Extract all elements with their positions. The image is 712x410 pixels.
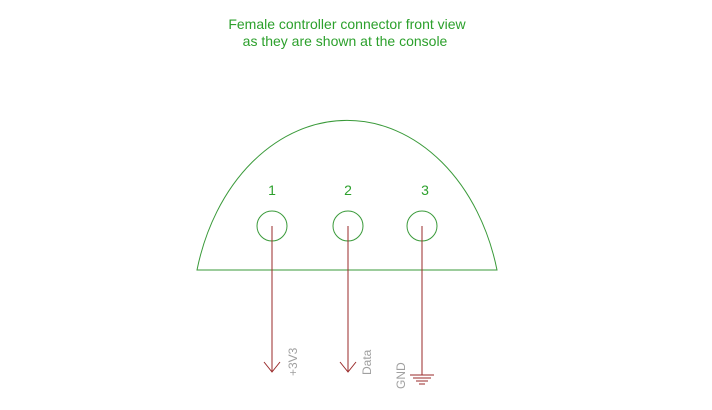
pin-number-1: 1 bbox=[268, 182, 276, 198]
diagram-title-line1: Female controller connector front view bbox=[228, 16, 466, 32]
pin-1-arrow-icon bbox=[263, 361, 281, 373]
connector-outline bbox=[196, 119, 498, 271]
pin-3: 3 GND bbox=[394, 182, 438, 389]
ground-icon bbox=[410, 374, 434, 385]
pin-2-net-label: Data bbox=[360, 349, 374, 375]
diagram-title-line2: as they are shown at the console bbox=[243, 33, 448, 49]
pin-2: 2 Data bbox=[332, 182, 374, 375]
pin-2-arrow-icon bbox=[339, 361, 357, 373]
pin-number-2: 2 bbox=[344, 182, 352, 198]
pin-3-net-label: GND bbox=[394, 362, 408, 389]
pin-1: 1 +3V3 bbox=[256, 182, 300, 376]
pin-1-net-label: +3V3 bbox=[286, 347, 300, 376]
pin-number-3: 3 bbox=[421, 182, 429, 198]
